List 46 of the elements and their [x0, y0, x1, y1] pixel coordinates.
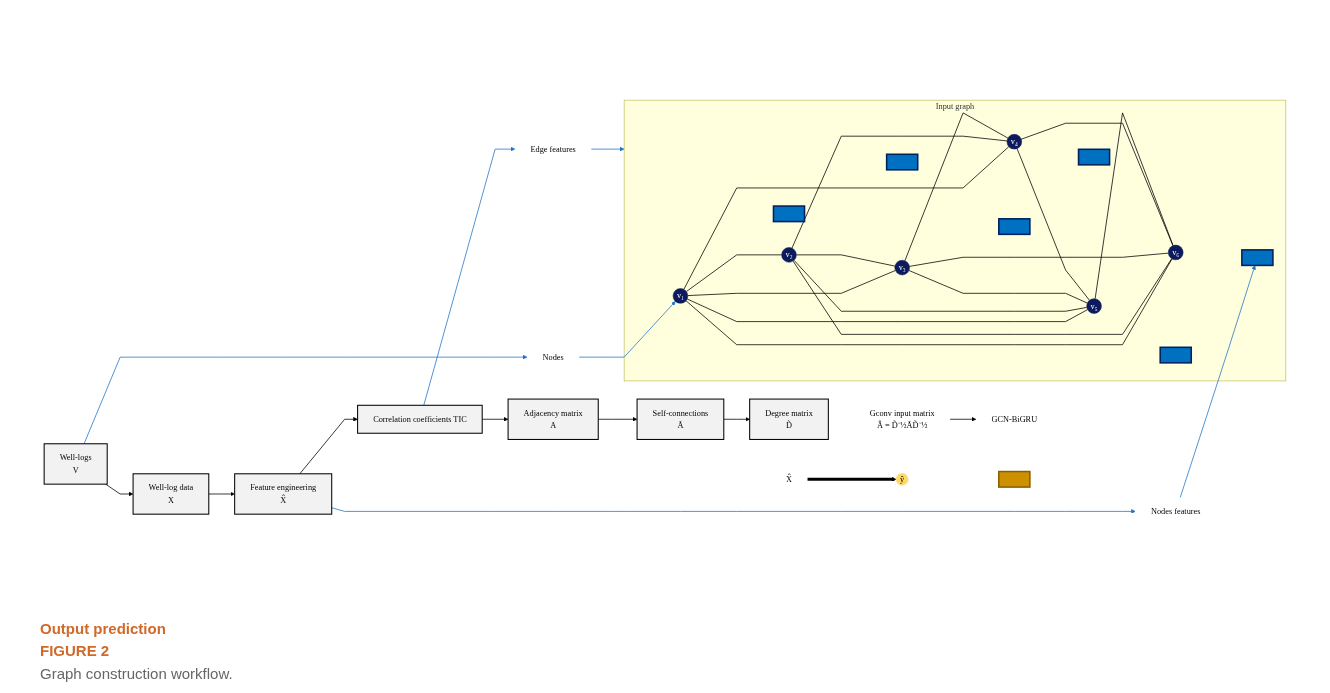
- node-bar: [885, 153, 919, 171]
- connector: [793, 259, 1088, 312]
- connector: [796, 254, 896, 267]
- node-box: Self-connections Ã: [636, 398, 725, 440]
- node-bar: [1241, 249, 1274, 267]
- node-circle: v₂: [781, 247, 797, 263]
- node-box: Well-log data X: [132, 473, 210, 515]
- connector: [1094, 112, 1174, 300]
- note-text: Output prediction: [40, 618, 167, 639]
- connector: [686, 254, 782, 292]
- connector: [909, 252, 1169, 267]
- node-box: Degree matrix D̃: [749, 398, 829, 440]
- figure-caption: Graph construction workflow.: [40, 663, 234, 684]
- connector: [685, 258, 1173, 346]
- node-box: Adjacency matrix A: [507, 398, 599, 440]
- node-circle: v₅: [1086, 298, 1102, 314]
- node-circle: v₄: [1006, 134, 1022, 150]
- node-text: Edge features: [530, 144, 576, 154]
- node-bar: [1077, 148, 1111, 166]
- node-circle: ŷ: [895, 473, 909, 486]
- node-bar: [772, 205, 806, 223]
- node-circle: v₁: [672, 288, 689, 304]
- node-text: GCN-BiGRU: [991, 414, 1038, 424]
- connector: [683, 146, 1010, 290]
- node-box: Correlation coefficients TIC: [357, 404, 483, 434]
- node-text: Nodes features: [1151, 506, 1201, 516]
- node-box: Feature engineering X̂: [234, 473, 333, 515]
- node-text: Gconv input matrix Â = D̃⁻½ÃD̃⁻½: [869, 408, 935, 430]
- note-text: FIGURE 2: [40, 641, 111, 661]
- node-bar: [998, 470, 1031, 488]
- node-bar: [1159, 346, 1193, 364]
- node-box: Well-logs V: [43, 443, 108, 485]
- node-text: Nodes: [542, 352, 564, 362]
- connector: [687, 270, 896, 296]
- connector: [904, 112, 1009, 262]
- node-circle: v₆: [1168, 244, 1184, 261]
- connector: [791, 135, 1008, 249]
- connector: [792, 258, 1173, 335]
- connector: [1020, 122, 1174, 246]
- connector: [686, 298, 1088, 322]
- node-text: X̂: [786, 474, 792, 484]
- arrow: [807, 477, 897, 482]
- connector: [908, 270, 1088, 304]
- node-bar: [998, 218, 1031, 236]
- node-circle: v₃: [894, 259, 910, 276]
- connector: [1016, 148, 1090, 301]
